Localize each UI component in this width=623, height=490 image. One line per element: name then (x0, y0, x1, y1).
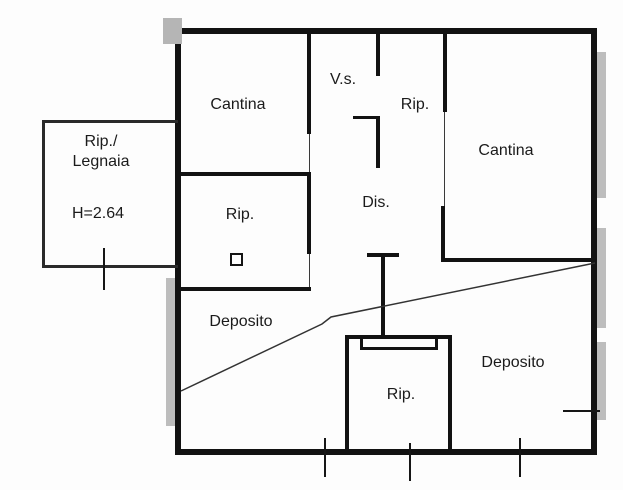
room-label-cantina-right: Cantina (478, 142, 534, 159)
riproom-wall-right (448, 335, 452, 453)
partition-cantina-left-bottom (181, 172, 311, 176)
room-label-annex-line2: Legnaia (72, 153, 130, 170)
partition-cantina-right-bottom (441, 258, 597, 262)
room-label-annex-height: H=2.64 (71, 205, 125, 222)
outer-wall-top (168, 28, 597, 34)
room-label-deposito-right: Deposito (481, 354, 545, 371)
tick-bottom-2 (409, 443, 411, 481)
annex-wall-bottom (42, 265, 178, 268)
door-leaf-cantina-right (444, 112, 445, 206)
corridor-wall-cap (367, 253, 399, 257)
door-leaf-ripmid (309, 254, 310, 290)
room-label-disimpegno: Dis. (362, 194, 390, 211)
tick-annex-bottom (103, 248, 105, 290)
outer-wall-right (591, 28, 597, 455)
room-label-vano-scala: V.s. (329, 71, 357, 88)
room-label-rip-top: Rip. (400, 96, 430, 113)
tick-bottom-3 (519, 438, 521, 477)
partition-cantina-vs (307, 34, 311, 134)
riproom-wall-left (345, 335, 349, 453)
riproom-inner-step (360, 347, 438, 350)
hatch-top-left-corner (163, 18, 182, 44)
door-leaf-cantina-left (309, 134, 310, 172)
riproom-inner-step-right (435, 338, 438, 350)
room-label-rip-bottom: Rip. (386, 386, 416, 403)
partition-vs-right-upper (376, 34, 380, 76)
door-stub-cantina-right (441, 206, 445, 262)
annex-wall-left (42, 120, 45, 268)
room-label-cantina-left: Cantina (210, 96, 266, 113)
tick-right-wall (563, 410, 600, 412)
outer-wall-bottom (175, 449, 597, 455)
hatch-right-middle (594, 228, 606, 328)
annex-wall-top (42, 120, 178, 123)
outer-wall-left (175, 28, 181, 455)
flue-square (230, 253, 243, 266)
partition-ripmid-bottom (181, 287, 311, 291)
tick-bottom-1 (324, 438, 326, 477)
corridor-wall-vertical (381, 255, 385, 339)
hatch-left-lower (166, 278, 176, 426)
partition-ripmid-right (307, 176, 311, 254)
partition-vs-right-lower (376, 116, 380, 168)
riproom-inner-step-left (360, 338, 363, 350)
stair-stub (353, 116, 380, 119)
room-label-rip-mid: Rip. (225, 206, 255, 223)
room-label-deposito-left: Deposito (209, 313, 273, 330)
hatch-right-upper (594, 52, 606, 198)
hatch-right-lower (594, 342, 606, 420)
room-label-annex-line1: Rip./ (84, 133, 118, 150)
partition-riptop-cantina (443, 34, 447, 112)
